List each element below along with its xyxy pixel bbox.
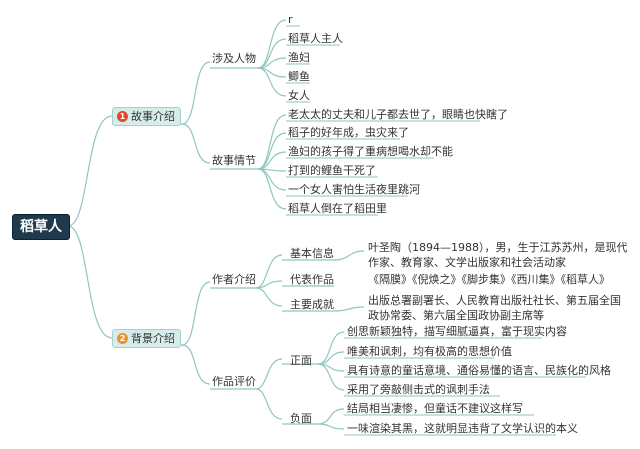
characters-node: 涉及人物 <box>212 52 256 65</box>
link-branch1-characters <box>181 61 211 125</box>
character-item: 渔妇 <box>288 51 310 64</box>
basic-info-node: 基本信息 <box>290 247 334 260</box>
plot-item: 稻草人倒在了稻田里 <box>288 202 387 215</box>
positive-node: 正面 <box>290 354 312 367</box>
link-branch2-review <box>181 344 211 385</box>
link-root-branch2 <box>67 225 113 339</box>
basic-info-text: 叶圣陶（1894—1988），男，生于江苏苏州，是现代作家、教育家、文学出版家和… <box>368 241 628 269</box>
positive-item: 具有诗意的童话意境、通俗易懂的语言、民族化的风格 <box>347 364 611 377</box>
link-branch2-author <box>181 281 211 346</box>
plot-item: 稻子的好年成，虫灾来了 <box>288 126 409 139</box>
negative-item: 一味渲染其黑，这就明显违背了文学认识的本义 <box>347 422 578 435</box>
link-branch1-plot <box>181 123 211 164</box>
plot-item: 渔妇的孩子得了重病想喝水却不能 <box>288 145 453 158</box>
positive-item: 唯美和讽刺，均有极高的思想价值 <box>347 345 512 358</box>
works-node: 代表作品 <box>290 273 334 286</box>
plot-item: 老太太的丈夫和儿子都去世了，眼睛也快瞎了 <box>288 108 508 121</box>
root-label: 稻草人 <box>20 219 62 235</box>
branch-story-intro: 1 故事介绍 <box>112 107 181 126</box>
character-item: r <box>288 13 293 26</box>
negative-node: 负面 <box>290 412 312 425</box>
root-node: 稻草人 <box>12 214 70 240</box>
positive-item: 创思新颖独特，描写细腻逼真，富于现实内容 <box>347 325 567 338</box>
branch2-number-badge: 2 <box>117 333 128 344</box>
achievements-node: 主要成就 <box>290 298 334 311</box>
author-node: 作者介绍 <box>212 273 256 286</box>
link-root-branch1 <box>67 115 113 227</box>
works-text: 《隔膜》《倪焕之》《脚步集》《西川集》《稻草人》 <box>368 273 610 286</box>
plot-item: 打到的鲤鱼干死了 <box>288 164 376 177</box>
character-item: 女人 <box>288 89 310 102</box>
plot-item: 一个女人害怕生活夜里跳河 <box>288 183 420 196</box>
branch2-label: 背景介绍 <box>131 332 175 345</box>
branch1-number-badge: 1 <box>117 111 128 122</box>
branch-background-intro: 2 背景介绍 <box>112 329 181 348</box>
achievements-text: 出版总署副署长、人民教育出版社社长、第五届全国政协常委、第六届全国政协副主席等 <box>368 294 621 322</box>
negative-item: 结局相当凄惨，但童话不建议这样写 <box>347 402 523 415</box>
plot-node: 故事情节 <box>212 154 256 167</box>
branch1-label: 故事介绍 <box>131 110 175 123</box>
review-node: 作品评价 <box>212 375 256 388</box>
character-item: 鲫鱼 <box>288 70 310 83</box>
character-item: 稻草人主人 <box>288 32 343 45</box>
positive-item: 采用了旁敲侧击式的讽刺手法 <box>347 383 490 396</box>
